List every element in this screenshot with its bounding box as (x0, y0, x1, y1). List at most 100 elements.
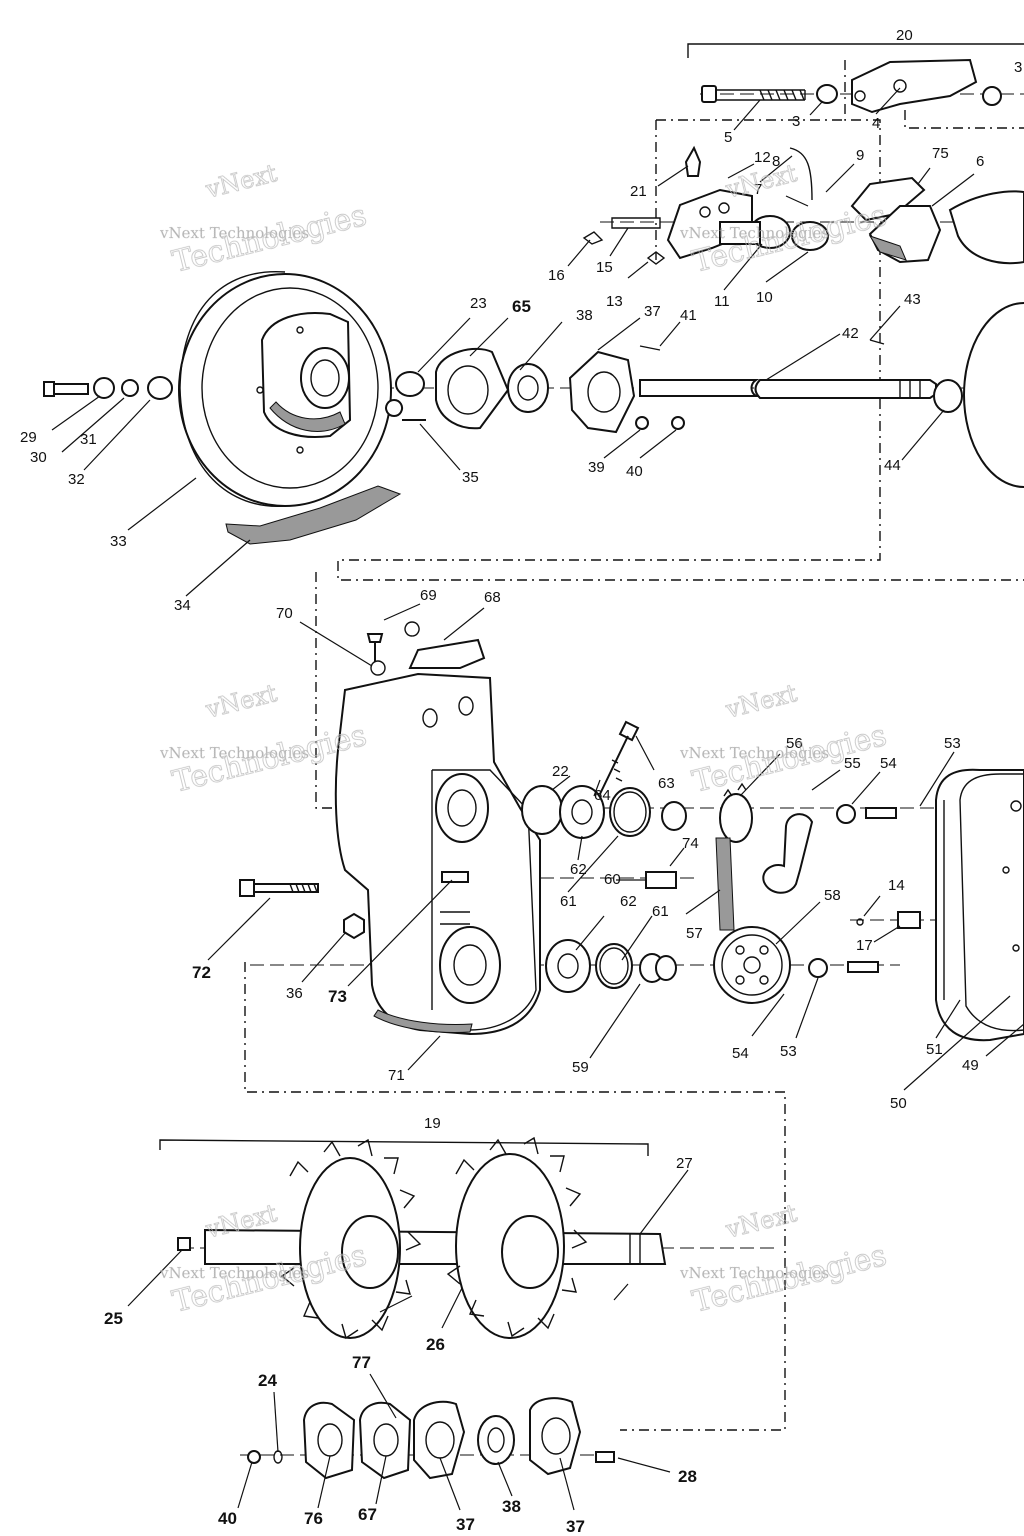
label-54b: 54 (732, 1045, 749, 1062)
plug-25 (177, 1237, 191, 1251)
screw-35 (385, 399, 426, 421)
small-sprocket-56 (719, 782, 753, 843)
washer-54b (808, 958, 828, 978)
clip-13 (646, 251, 666, 265)
watermark-mid-right: vNext vNext Technologies Technologies (679, 679, 890, 801)
spacer-32 (147, 376, 173, 400)
svg-text:vNext: vNext (722, 679, 800, 724)
label-55: 55 (844, 755, 861, 772)
label-70: 70 (276, 605, 293, 622)
label-37a: 37 (644, 303, 661, 320)
bracket-right (948, 190, 1024, 265)
hose-7 (789, 147, 813, 201)
bracket-4 (851, 58, 978, 114)
label-4: 4 (872, 115, 880, 132)
bearing-62b (545, 939, 591, 993)
nut-44 (933, 379, 963, 413)
label-24: 24 (258, 1371, 277, 1390)
key-41 (639, 345, 661, 351)
label-41: 41 (680, 307, 697, 324)
bearing-38b (477, 1415, 515, 1465)
label-29: 29 (20, 429, 37, 446)
label-36: 36 (286, 985, 303, 1002)
label-62a: 62 (570, 861, 587, 878)
label-54a: 54 (880, 755, 897, 772)
label-7: 7 (754, 181, 762, 198)
label-37b: 37 (456, 1515, 475, 1534)
chaincase-lip (373, 1009, 473, 1033)
svg-text:vNext: vNext (722, 1199, 800, 1244)
flange-37b (529, 1397, 582, 1476)
label-6: 6 (976, 153, 984, 170)
snap-ring-61 (609, 787, 651, 837)
label-26: 26 (426, 1335, 445, 1354)
label-72: 72 (192, 963, 211, 982)
ring-23 (395, 371, 425, 397)
label-31: 31 (80, 431, 97, 448)
svg-text:vNext: vNext (202, 159, 280, 204)
label-40a: 40 (626, 463, 643, 480)
flange-65 (435, 347, 510, 430)
label-3a: 3 (792, 113, 800, 130)
drive-pulley-33 (178, 270, 392, 507)
chain-57 (715, 837, 735, 931)
label-19: 19 (424, 1115, 441, 1132)
seal-22 (521, 785, 563, 835)
nut-40 (671, 416, 685, 430)
svg-text:vNext Technologies: vNext Technologies (679, 224, 829, 242)
spacer-64 (661, 801, 687, 831)
label-20: 20 (896, 27, 913, 44)
flange-76 (302, 1401, 356, 1480)
label-23: 23 (470, 295, 487, 312)
assembly-outline-lines (244, 60, 1024, 1431)
label-57: 57 (686, 925, 703, 942)
label-17: 17 (856, 937, 873, 954)
label-67: 67 (358, 1505, 377, 1524)
chaincase-71 (334, 672, 541, 1036)
label-27: 27 (676, 1155, 693, 1172)
flange-67 (358, 1401, 412, 1480)
label-56: 56 (786, 735, 803, 752)
belt-34 (225, 485, 402, 545)
washer-31 (121, 379, 139, 397)
svg-text:Technologies: Technologies (689, 1238, 890, 1320)
bolt-53b (847, 961, 879, 973)
label-16: 16 (548, 267, 565, 284)
flange-37a (413, 1400, 466, 1480)
roller-10 (791, 221, 829, 251)
label-30: 30 (30, 449, 47, 466)
label-22: 22 (552, 763, 569, 780)
leader-lines (51, 87, 1024, 1511)
screw-69 (366, 633, 384, 662)
chaincase-group (239, 621, 1024, 1042)
drive-sprocket-left-26 (280, 1138, 422, 1340)
label-12: 12 (754, 149, 771, 166)
tension-arm-12 (666, 188, 753, 260)
spacer-3-right (982, 86, 1002, 106)
bracket-68 (408, 638, 486, 669)
label-53a: 53 (944, 735, 961, 752)
label-73: 73 (328, 987, 347, 1006)
label-32: 32 (68, 471, 85, 488)
watermark-bottom-right: vNext vNext Technologies Technologies (679, 1199, 890, 1321)
label-51: 51 (926, 1041, 943, 1058)
label-11: 11 (714, 293, 730, 310)
shaft-42 (639, 379, 760, 397)
part-labels: 20 3 3 4 5 6 7 8 9 10 11 12 13 14 15 16 … (20, 27, 1022, 1536)
label-61a: 61 (560, 893, 577, 910)
label-5: 5 (724, 129, 732, 146)
pin-74 (645, 871, 677, 889)
label-60: 60 (604, 871, 621, 888)
upper-bearing-bore (435, 773, 489, 843)
pin-17 (897, 911, 921, 929)
arm-75 (850, 176, 926, 222)
label-76: 76 (304, 1509, 323, 1528)
label-15: 15 (596, 259, 613, 276)
label-39: 39 (588, 459, 605, 476)
label-40b: 40 (218, 1509, 237, 1528)
pin-15 (611, 217, 661, 229)
label-63: 63 (658, 775, 675, 792)
svg-text:vNext: vNext (202, 679, 280, 724)
spacer-3 (816, 84, 838, 104)
